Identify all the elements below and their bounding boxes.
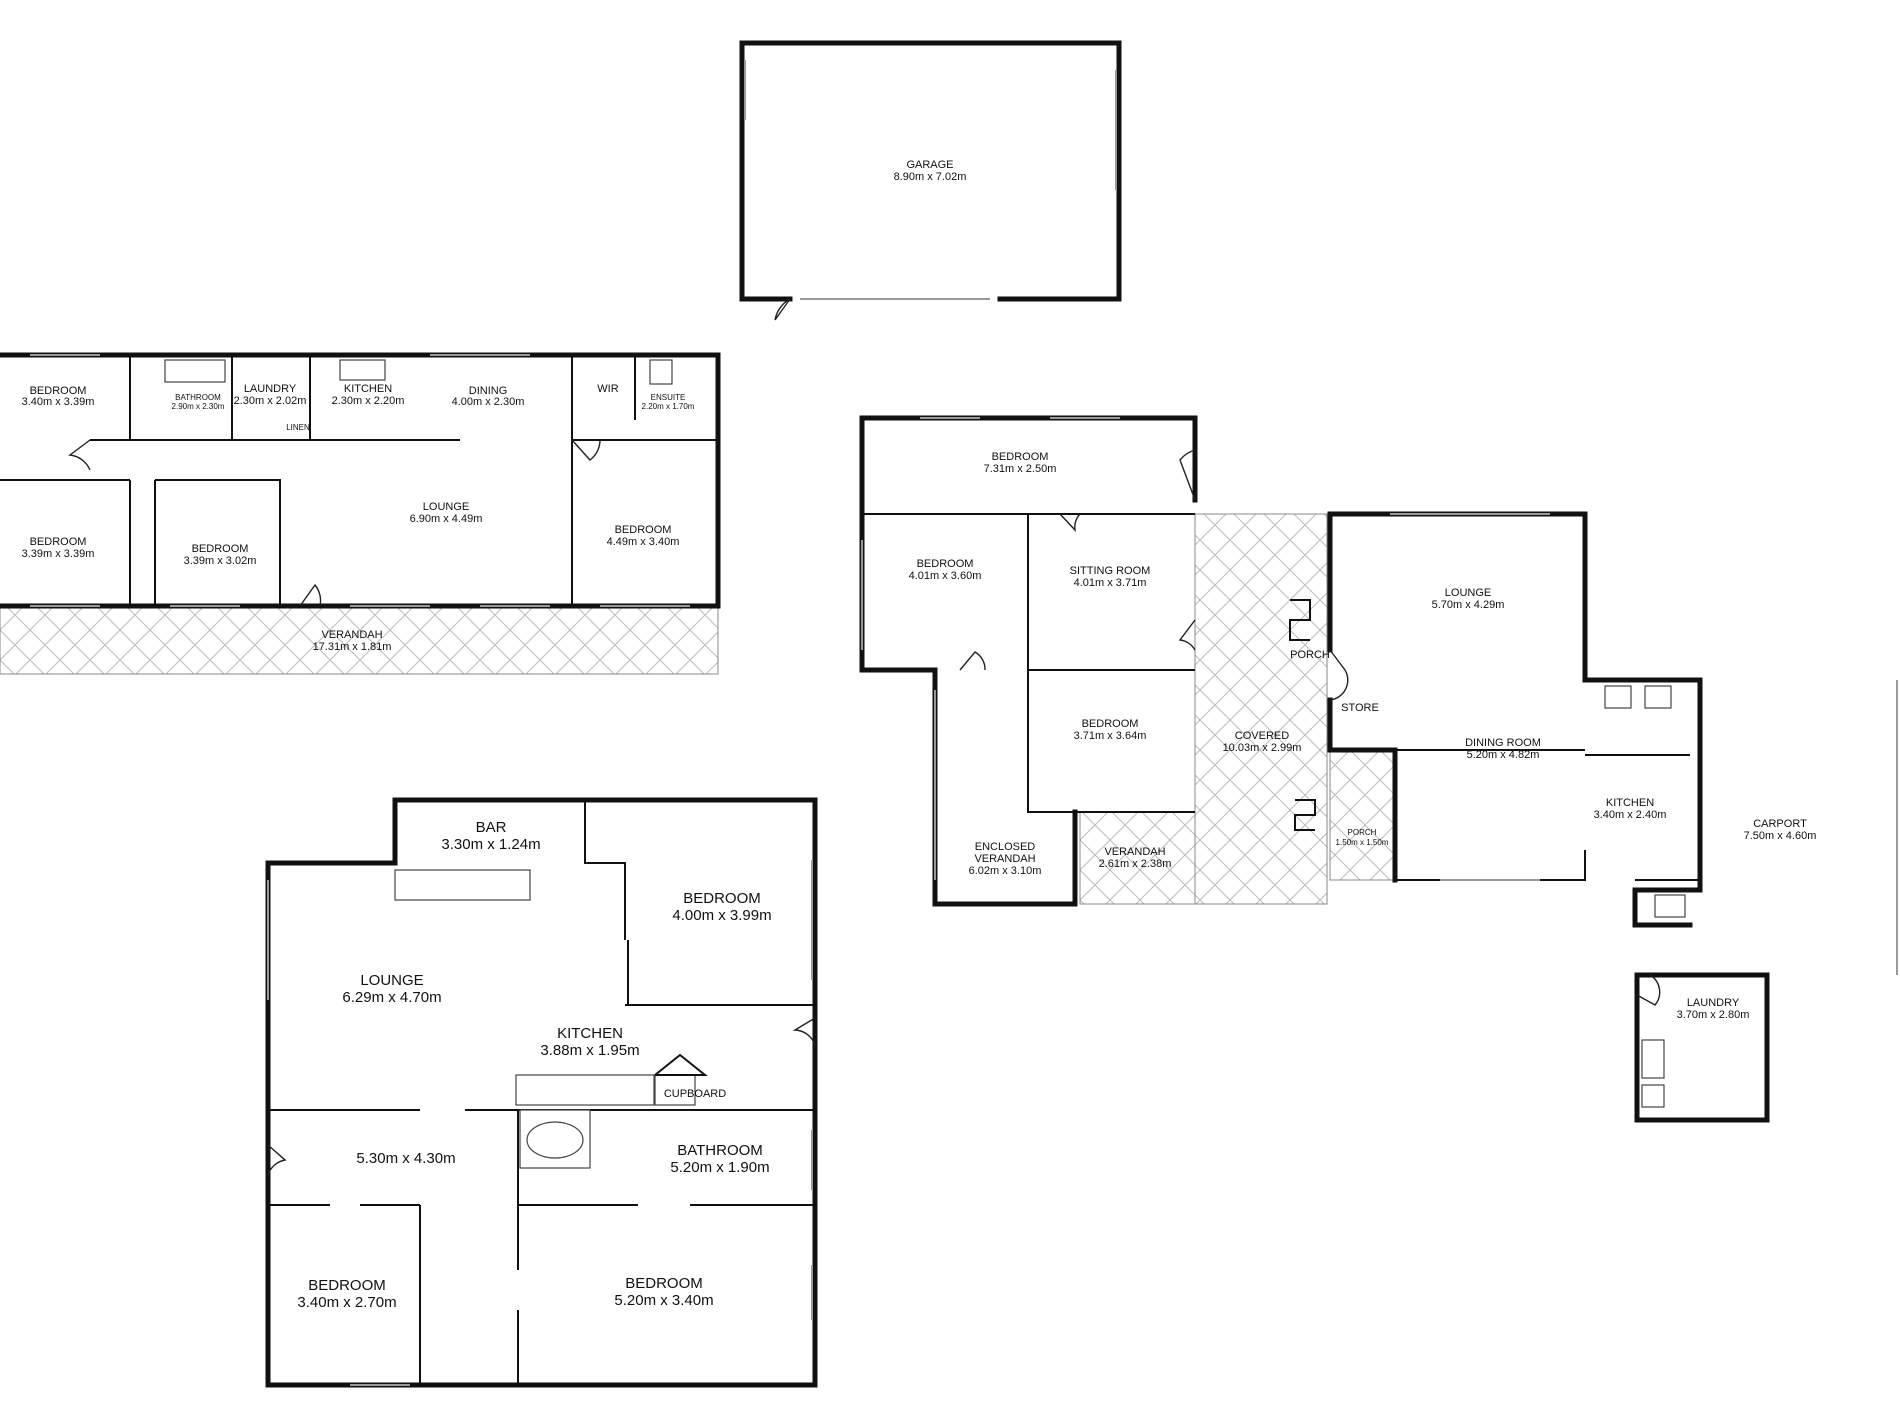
room-name: BEDROOM bbox=[683, 890, 761, 907]
room-name: VERANDAH bbox=[974, 853, 1035, 865]
house-a-plan bbox=[0, 352, 721, 675]
room-name: CUPBOARD bbox=[664, 1088, 726, 1100]
room-size: 3.40m x 2.40m bbox=[1594, 809, 1667, 821]
garage-labels: GARAGE 8.90m x 7.02m bbox=[894, 159, 967, 183]
room-size: 7.50m x 4.60m bbox=[1744, 830, 1817, 842]
room-name: BEDROOM bbox=[192, 543, 249, 555]
room-size: 4.01m x 3.71m bbox=[1074, 577, 1147, 589]
room-size: 5.70m x 4.29m bbox=[1432, 599, 1505, 611]
room-name: LOUNGE bbox=[423, 501, 469, 513]
room-size: 2.90m x 2.30m bbox=[172, 402, 225, 411]
room-size: 8.90m x 7.02m bbox=[894, 171, 967, 183]
room-size: 17.31m x 1.81m bbox=[313, 641, 392, 653]
room-size: 4.01m x 3.60m bbox=[909, 570, 982, 582]
house-b-labels: BEDROOM 7.31m x 2.50m BEDROOM 4.01m x 3.… bbox=[909, 451, 1817, 1021]
room-size: 6.90m x 4.49m bbox=[410, 513, 483, 525]
room-size: 5.20m x 3.40m bbox=[614, 1292, 713, 1309]
room-size: 3.40m x 3.39m bbox=[22, 396, 95, 408]
room-name: BATHROOM bbox=[677, 1142, 763, 1159]
room-size: 5.20m x 1.90m bbox=[670, 1159, 769, 1176]
room-name: BEDROOM bbox=[992, 451, 1049, 463]
room-size: 2.30m x 2.20m bbox=[332, 395, 405, 407]
room-name: DINING ROOM bbox=[1465, 737, 1541, 749]
room-name: VERANDAH bbox=[1104, 846, 1165, 858]
room-name: WIR bbox=[597, 383, 618, 395]
house-a-labels: BEDROOM 3.40m x 3.39m BATHROOM 2.90m x 2… bbox=[22, 383, 695, 653]
room-name: KITCHEN bbox=[1606, 797, 1654, 809]
room-size: 2.20m x 1.70m bbox=[642, 402, 695, 411]
room-name: PORCH bbox=[1348, 828, 1377, 837]
room-size: 10.03m x 2.99m bbox=[1223, 742, 1302, 754]
room-name: BEDROOM bbox=[30, 385, 87, 397]
room-size: 3.30m x 1.24m bbox=[441, 836, 540, 853]
room-size: 1.50m x 1.50m bbox=[1336, 838, 1389, 847]
room-name: ENSUITE bbox=[651, 393, 686, 402]
room-size: 5.20m x 4.82m bbox=[1467, 749, 1540, 761]
room-size: 3.39m x 3.39m bbox=[22, 548, 95, 560]
room-name: KITCHEN bbox=[344, 383, 392, 395]
house-c-plan bbox=[265, 797, 818, 1388]
room-name: DINING bbox=[469, 385, 508, 397]
room-name: BAR bbox=[476, 819, 507, 836]
room-name: LOUNGE bbox=[360, 972, 423, 989]
room-size: 3.40m x 2.70m bbox=[297, 1294, 396, 1311]
room-size: 2.61m x 2.38m bbox=[1099, 858, 1172, 870]
room-name: LAUNDRY bbox=[1687, 997, 1740, 1009]
room-name: BEDROOM bbox=[308, 1277, 386, 1294]
room-size: 3.39m x 3.02m bbox=[184, 555, 257, 567]
room-name: LINEN bbox=[286, 423, 310, 432]
room-size: 4.00m x 2.30m bbox=[452, 396, 525, 408]
room-size: 6.29m x 4.70m bbox=[342, 989, 441, 1006]
room-name: GARAGE bbox=[906, 159, 953, 171]
room-name: ENCLOSED bbox=[975, 841, 1036, 853]
room-name: LOUNGE bbox=[1445, 587, 1491, 599]
room-name: COVERED bbox=[1235, 730, 1289, 742]
room-size: 4.49m x 3.40m bbox=[607, 536, 680, 548]
room-name: VERANDAH bbox=[321, 629, 382, 641]
room-name: KITCHEN bbox=[557, 1025, 623, 1042]
house-c-labels: BAR 3.30m x 1.24m BEDROOM 4.00m x 3.99m … bbox=[297, 819, 771, 1311]
house-b-plan bbox=[859, 415, 1898, 1123]
room-name: CARPORT bbox=[1753, 818, 1807, 830]
room-size: 3.88m x 1.95m bbox=[540, 1042, 639, 1059]
room-name: BEDROOM bbox=[625, 1275, 703, 1292]
garage-plan bbox=[739, 40, 1122, 321]
room-size: 3.71m x 3.64m bbox=[1074, 730, 1147, 742]
room-size: 2.30m x 2.02m bbox=[234, 395, 307, 407]
room-name: LAUNDRY bbox=[244, 383, 297, 395]
room-size: 3.70m x 2.80m bbox=[1677, 1009, 1750, 1021]
room-name: BEDROOM bbox=[1082, 718, 1139, 730]
room-size: 4.00m x 3.99m bbox=[672, 907, 771, 924]
room-name: SITTING ROOM bbox=[1070, 565, 1151, 577]
room-name: BATHROOM bbox=[175, 393, 221, 402]
room-size: 5.30m x 4.30m bbox=[356, 1150, 455, 1167]
room-name: BEDROOM bbox=[615, 524, 672, 536]
room-name: BEDROOM bbox=[30, 536, 87, 548]
room-size: 6.02m x 3.10m bbox=[969, 865, 1042, 877]
room-name: PORCH bbox=[1290, 649, 1330, 661]
room-size: 7.31m x 2.50m bbox=[984, 463, 1057, 475]
room-name: BEDROOM bbox=[917, 558, 974, 570]
room-name: STORE bbox=[1341, 702, 1379, 714]
